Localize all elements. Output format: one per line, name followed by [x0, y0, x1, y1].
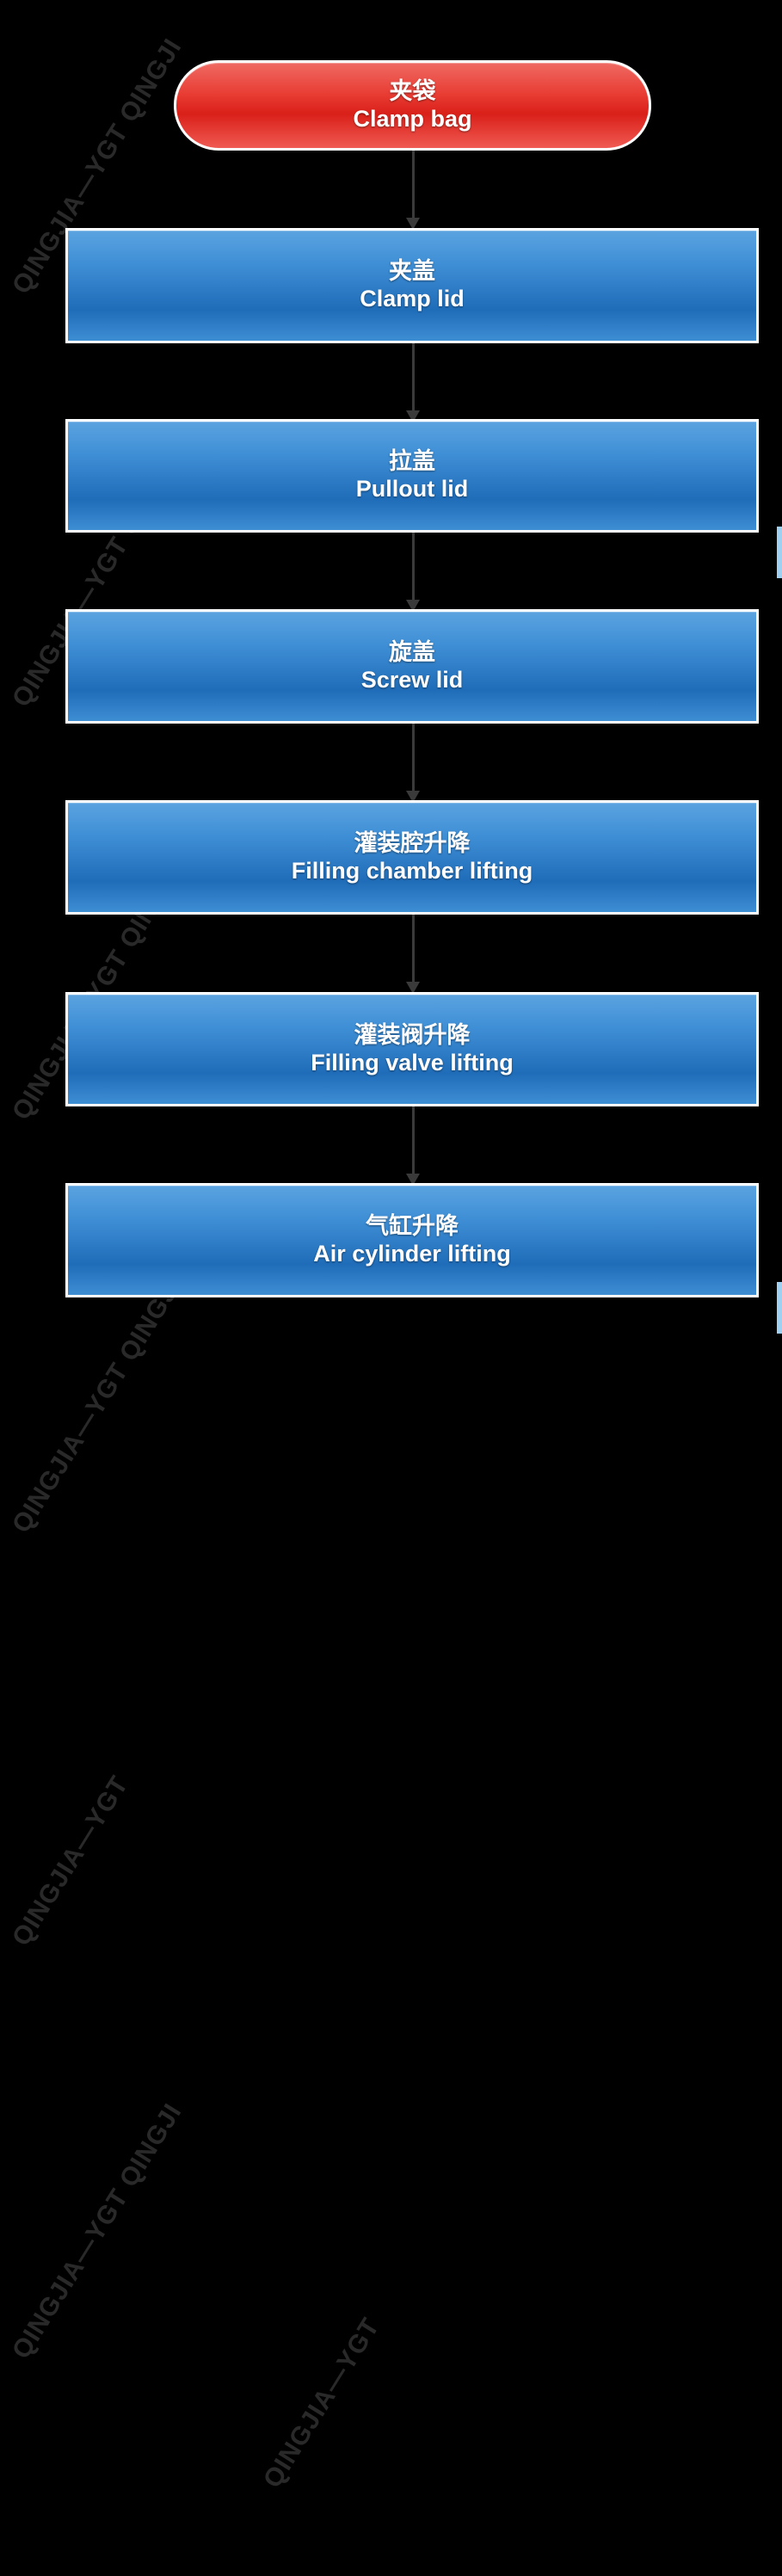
node-screw-lid-label-en: Screw lid: [360, 666, 464, 693]
node-air-cylinder-lifting[interactable]: 气缸升降 Air cylinder lifting: [65, 1183, 759, 1297]
watermark-6: QINGJIA—YGT QINGJI: [7, 2098, 188, 2364]
edge-artifact-1: [777, 527, 782, 578]
node-filling-chamber-lifting[interactable]: 灌装腔升降 Filling chamber lifting: [65, 800, 759, 915]
node-screw-lid-label-cn: 旋盖: [389, 638, 435, 665]
node-clamp-lid[interactable]: 夹盖 Clamp lid: [65, 228, 759, 343]
node-filling-valve-label-en: Filling valve lifting: [311, 1049, 514, 1075]
node-pullout-lid-label-cn: 拉盖: [389, 448, 435, 475]
node-air-cylinder-label-en: Air cylinder lifting: [313, 1240, 511, 1266]
node-clamp-bag-label-cn: 夹袋: [389, 77, 436, 104]
node-clamp-lid-label-en: Clamp lid: [360, 286, 465, 311]
node-screw-lid[interactable]: 旋盖 Screw lid: [65, 609, 759, 724]
edge-artifact-2: [777, 1282, 782, 1334]
node-clamp-bag-label-en: Clamp bag: [353, 105, 472, 132]
node-pullout-lid[interactable]: 拉盖 Pullout lid: [65, 419, 759, 533]
node-filling-valve-label-cn: 灌装阀升降: [354, 1021, 471, 1048]
node-pullout-lid-label-en: Pullout lid: [355, 476, 469, 502]
node-clamp-bag[interactable]: 夹袋 Clamp bag: [174, 60, 651, 151]
node-air-cylinder-label-cn: 气缸升降: [366, 1212, 459, 1239]
node-filling-chamber-label-en: Filling chamber lifting: [291, 857, 533, 884]
watermark-5: QINGJIA—YGT: [7, 1771, 134, 1951]
node-clamp-lid-label-cn: 夹盖: [389, 258, 435, 285]
node-filling-valve-lifting[interactable]: 灌装阀升降 Filling valve lifting: [65, 992, 759, 1106]
node-filling-chamber-label-cn: 灌装腔升降: [354, 829, 471, 856]
watermark-7: QINGJIA—YGT: [258, 2313, 385, 2493]
watermark-4: QINGJIA—YGT QINGJI: [7, 1273, 188, 1538]
